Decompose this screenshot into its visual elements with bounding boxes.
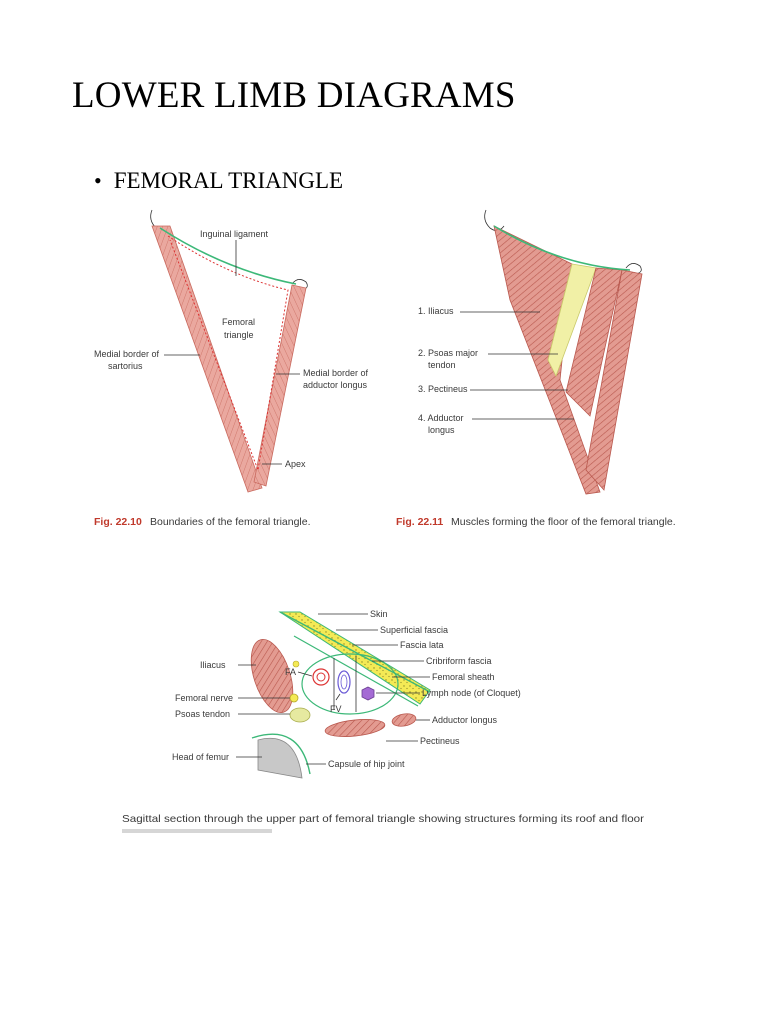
- adductor-longus-muscle: [391, 713, 417, 727]
- femoral-artery: [312, 668, 330, 686]
- inguinal-ligament: [159, 227, 297, 285]
- femoral-vein: [337, 670, 351, 694]
- caption-text-22-10: Boundaries of the femoral triangle.: [150, 516, 311, 528]
- iliacus-muscle: [250, 639, 294, 713]
- label-apex: Apex: [285, 459, 306, 469]
- label-femoral-triangle-2: triangle: [224, 330, 254, 340]
- figure-22-11: 1. Iliacus 2. Psoas major tendon 3. Pect…: [396, 209, 676, 528]
- label-fa: FA: [285, 667, 296, 677]
- leader: [297, 671, 313, 677]
- psoas-tendon: [547, 263, 597, 378]
- adductor-longus-muscle: [585, 269, 643, 491]
- label-cribriform-fascia: Cribriform fascia: [426, 656, 492, 666]
- label-femoral-triangle-1: Femoral: [222, 317, 255, 327]
- label-adductor-1: 4. Adductor: [418, 413, 464, 423]
- label-skin: Skin: [370, 609, 388, 619]
- triangle-boundary: [167, 235, 289, 472]
- label-iliacus: 1. Iliacus: [418, 306, 454, 316]
- femoral-sheath: [301, 653, 399, 715]
- sartorius-muscle: [151, 225, 263, 493]
- bullet-item: • FEMORAL TRIANGLE: [94, 168, 343, 194]
- label-sartorius-1: Medial border of: [94, 349, 160, 359]
- label-head-of-femur: Head of femur: [172, 752, 229, 762]
- superficial-fascia-band: [278, 611, 431, 705]
- label-iliacus: Iliacus: [200, 660, 226, 670]
- lymph-node: [361, 686, 375, 701]
- label-psoas-1: 2. Psoas major: [418, 348, 478, 358]
- ligament-hook-right: [625, 263, 642, 275]
- label-lymph-node: Lymph node (of Cloquet): [422, 688, 521, 698]
- label-psoas-2: tendon: [428, 360, 456, 370]
- sagittal-section: Skin Superficial fascia Fascia lata Crib…: [122, 609, 645, 833]
- caption-sagittal-line1: Sagittal section through the upper part …: [122, 813, 645, 825]
- label-inguinal-ligament: Inguinal ligament: [200, 229, 269, 239]
- label-pectineus: Pectineus: [420, 736, 460, 746]
- femoral-artery-lumen: [316, 672, 326, 682]
- label-fv: FV: [330, 704, 342, 714]
- psoas-tendon: [289, 707, 311, 723]
- label-adductor-2: adductor longus: [303, 380, 368, 390]
- fa-marker: [292, 660, 300, 668]
- label-psoas-tendon: Psoas tendon: [175, 709, 230, 719]
- leader: [335, 693, 341, 701]
- femoral-vein-lumen: [340, 674, 348, 690]
- inguinal-ligament: [493, 225, 631, 271]
- label-adductor-longus: Adductor longus: [432, 715, 498, 725]
- caption-number-22-10: Fig. 22.10: [94, 516, 142, 528]
- caption-number-22-11: Fig. 22.11: [396, 516, 443, 528]
- caption-cropped-line: [122, 829, 272, 833]
- label-superficial-fascia: Superficial fascia: [380, 625, 448, 635]
- label-femoral-sheath: Femoral sheath: [432, 672, 495, 682]
- head-of-femur: [257, 738, 303, 779]
- bullet-text: FEMORAL TRIANGLE: [113, 168, 344, 193]
- label-capsule: Capsule of hip joint: [328, 759, 405, 769]
- skin-line: [279, 611, 431, 693]
- page-title: LOWER LIMB DIAGRAMS: [72, 75, 516, 116]
- adductor-longus-muscle: [253, 284, 307, 487]
- figure-22-10: Inguinal ligament Femoral triangle Media…: [94, 209, 369, 528]
- label-adductor-2: longus: [428, 425, 455, 435]
- pectineus-muscle: [324, 719, 386, 737]
- femoral-nerve: [289, 693, 299, 703]
- label-fascia-lata: Fascia lata: [400, 640, 444, 650]
- bullet-dot: •: [94, 168, 102, 193]
- caption-text-22-11: Muscles forming the floor of the femoral…: [451, 516, 676, 528]
- label-sartorius-2: sartorius: [108, 361, 143, 371]
- label-femoral-nerve: Femoral nerve: [175, 693, 233, 703]
- label-adductor-1: Medial border of: [303, 368, 369, 378]
- label-pectineus: 3. Pectineus: [418, 384, 468, 394]
